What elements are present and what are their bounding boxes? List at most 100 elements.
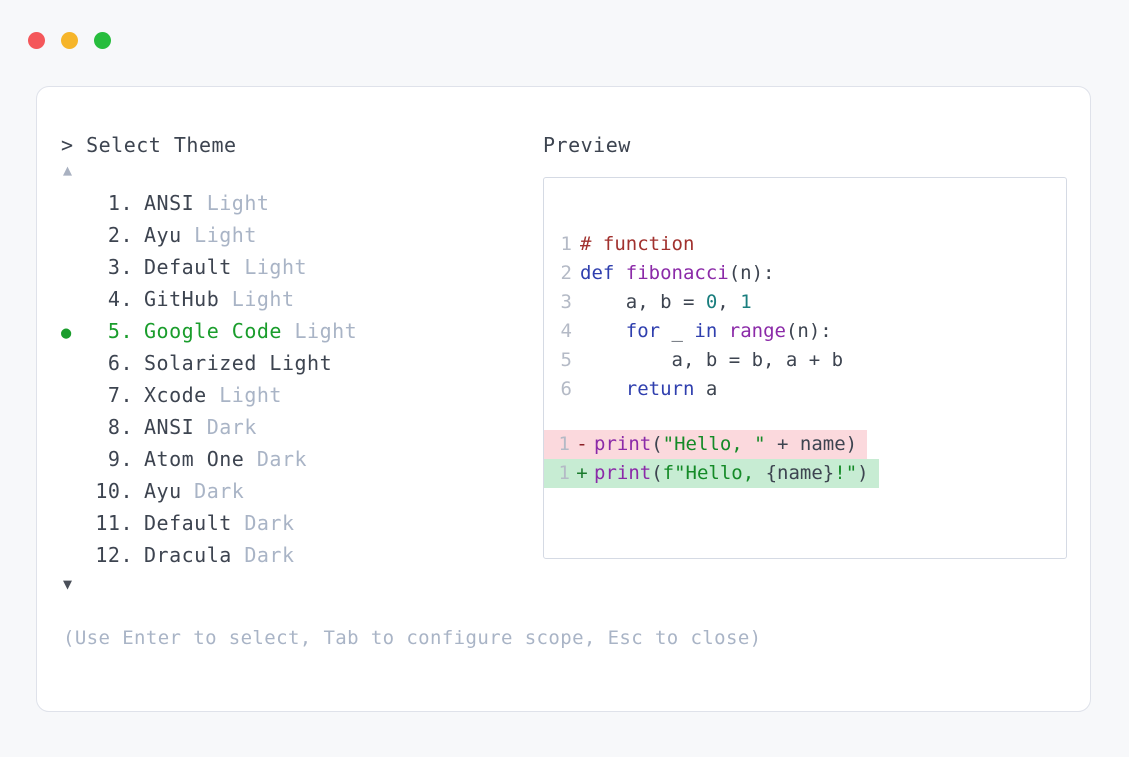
theme-item-number: 8. [107, 415, 133, 439]
theme-item-name: Default Light [144, 255, 308, 279]
code-token-keyword: in [694, 320, 718, 342]
theme-item-number: 6. [107, 351, 133, 375]
preview-label: Preview [543, 133, 631, 157]
theme-item-number: 3. [107, 255, 133, 279]
code-token-plain [717, 320, 728, 342]
code-token-comment: # function [580, 233, 695, 255]
code-line-text: a, b = 0, 1 [580, 288, 752, 317]
theme-list-item[interactable]: 2.Ayu Light [61, 219, 531, 251]
code-line: 5 a, b = b, a + b [544, 346, 1066, 375]
theme-list-item[interactable]: 1.ANSI Light [61, 187, 531, 219]
code-token-number: 0 [705, 291, 718, 313]
code-line: 6 return a [544, 375, 1066, 404]
bullet-placeholder [61, 445, 87, 477]
theme-list-item[interactable]: 6. Solarized Light [61, 347, 531, 379]
code-token-func: fibonacci [625, 262, 729, 284]
theme-list-item[interactable]: 11.Default Dark [61, 507, 531, 539]
selected-bullet-icon: ● [61, 323, 72, 343]
code-line-number: 4 [560, 320, 572, 342]
theme-item-variant: Dark [244, 447, 308, 471]
theme-item-number: 12. [95, 543, 133, 567]
code-token-plain: _ [660, 320, 695, 342]
code-token-plain: {name} [765, 462, 835, 484]
code-token-plain: a [694, 378, 718, 400]
code-token-plain [580, 320, 626, 342]
bullet-placeholder [61, 541, 87, 573]
code-token-plain: , [717, 291, 741, 313]
theme-list-item[interactable]: 10. Ayu Dark [61, 475, 531, 507]
bullet-placeholder [61, 509, 87, 541]
code-token-builtin: print [594, 462, 652, 484]
code-line-number: 3 [560, 291, 572, 313]
theme-item-number: 10. [95, 479, 133, 503]
bullet-placeholder [61, 349, 87, 381]
theme-list-item[interactable]: 12. Dracula Dark [61, 539, 531, 571]
theme-item-variant: Light [194, 191, 270, 215]
code-token-plain: ( [651, 433, 663, 455]
theme-item-name: Xcode Light [144, 383, 282, 407]
theme-item-name: Solarized Light [144, 351, 333, 375]
code-token-builtin: print [594, 433, 652, 455]
theme-list-item[interactable]: 9. Atom One Dark [61, 443, 531, 475]
code-token-plain: ) [857, 462, 869, 484]
theme-item-name: GitHub Light [144, 287, 295, 311]
theme-item-name: Ayu Dark [144, 479, 245, 503]
theme-list-item[interactable]: 8. ANSI Dark [61, 411, 531, 443]
code-token-keyword: for [625, 320, 661, 342]
theme-item-name: Google Code Light [144, 319, 358, 343]
diff-line-number: 1 [558, 433, 570, 455]
diff-line-add: 1+print(f"Hello, {name}!") [544, 459, 879, 488]
theme-item-variant: Dark [181, 479, 245, 503]
code-line-number: 5 [560, 349, 572, 371]
theme-list-item[interactable]: 7.Xcode Light [61, 379, 531, 411]
code-token-builtin: range [728, 320, 786, 342]
theme-list-item[interactable]: 4.GitHub Light [61, 283, 531, 315]
code-line-number: 6 [560, 378, 572, 400]
theme-item-variant: Dark [231, 511, 295, 535]
bullet-placeholder [61, 253, 87, 285]
diff-marker: + [576, 462, 588, 484]
theme-item-name: Dracula Dark [144, 543, 295, 567]
code-line-number: 1 [560, 233, 572, 255]
bullet-placeholder [61, 221, 87, 253]
scroll-down-icon[interactable]: ▼ [63, 575, 73, 593]
code-token-plain: ( [651, 462, 663, 484]
code-line-text: # function [580, 230, 694, 259]
theme-item-number: 2. [107, 223, 133, 247]
code-token-keyword: return [625, 378, 695, 400]
theme-item-variant: Dark [194, 415, 257, 439]
theme-list-item[interactable]: ●5.Google Code Light [61, 315, 531, 347]
code-token-plain: + name) [765, 433, 858, 455]
code-line-text: return a [580, 375, 718, 404]
diff-marker: - [576, 433, 588, 455]
scroll-up-icon[interactable]: ▲ [63, 161, 73, 179]
theme-item-name: Atom One Dark [144, 447, 308, 471]
bullet-placeholder [61, 477, 87, 509]
theme-item-variant: Light [281, 319, 358, 343]
bullet-placeholder [61, 413, 87, 445]
theme-item-variant: Light [206, 383, 282, 407]
bullet-placeholder [61, 381, 87, 413]
close-window-icon[interactable] [28, 32, 45, 49]
code-token-string: "Hello, " [662, 433, 766, 455]
theme-picker-card: > Select Theme ▲ 1.ANSI Light 2.Ayu Ligh… [36, 86, 1091, 712]
theme-item-name: Default Dark [144, 511, 295, 535]
theme-item-variant: Light [231, 255, 308, 279]
diff-line-text: print("Hello, " + name) [594, 430, 867, 459]
theme-list-item[interactable]: 3. Default Light [61, 251, 531, 283]
code-token-keyword: def [580, 262, 626, 284]
code-line: 3 a, b = 0, 1 [544, 288, 1066, 317]
theme-item-name: ANSI Light [144, 191, 270, 215]
code-line: 4 for _ in range(n): [544, 317, 1066, 346]
code-line-text: def fibonacci(n): [580, 259, 774, 288]
code-token-number: 1 [740, 291, 752, 313]
theme-item-name: ANSI Dark [144, 415, 257, 439]
theme-list: 1.ANSI Light 2.Ayu Light 3. Default Light… [61, 187, 531, 571]
theme-item-number: 9. [107, 447, 133, 471]
maximize-window-icon[interactable] [94, 32, 111, 49]
minimize-window-icon[interactable] [61, 32, 78, 49]
code-token-plain: (n): [728, 262, 775, 284]
